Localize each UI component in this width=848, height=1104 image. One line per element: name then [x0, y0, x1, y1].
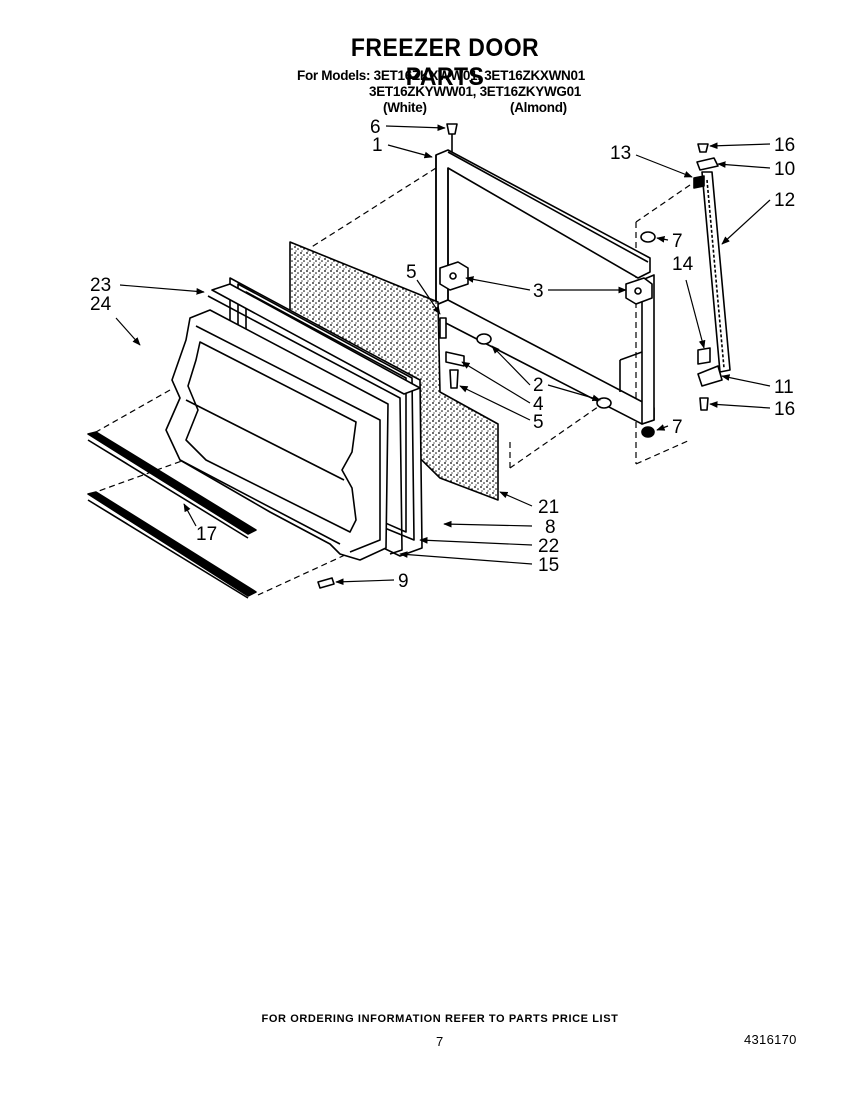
spacers — [476, 231, 656, 438]
callout-4: 4 — [533, 394, 544, 415]
callout-5-bottom: 5 — [533, 412, 544, 433]
leader-lines — [115, 124, 771, 586]
callout-14: 14 — [672, 254, 694, 275]
callout-11: 11 — [774, 377, 794, 398]
callout-6: 6 — [370, 117, 381, 138]
callout-15: 15 — [538, 555, 559, 576]
callout-13: 13 — [610, 143, 631, 164]
callout-16-bottom: 16 — [774, 399, 795, 420]
callout-17: 17 — [196, 524, 217, 545]
door-liner — [165, 309, 389, 561]
hinge-assembly — [693, 157, 731, 387]
callout-5-top: 5 — [406, 262, 417, 283]
ordering-note: FOR ORDERING INFORMATION REFER TO PARTS … — [261, 1013, 619, 1025]
callout-24: 24 — [90, 294, 112, 315]
screws — [317, 123, 709, 589]
callout-labels: 6 1 13 16 10 12 7 5 14 23 3 24 2 11 4 16… — [90, 117, 795, 592]
callout-22: 22 — [538, 536, 559, 557]
callout-1: 1 — [372, 135, 383, 156]
callout-8: 8 — [545, 517, 556, 538]
callout-7-bottom: 7 — [672, 417, 683, 438]
callout-16-top: 16 — [774, 135, 795, 156]
callout-21: 21 — [538, 497, 559, 518]
color-white-label: (White) — [383, 100, 427, 115]
callout-9: 9 — [398, 571, 409, 592]
document-number: 4316170 — [744, 1032, 797, 1047]
callout-12: 12 — [774, 190, 795, 211]
models-line-1: For Models: 3ET16ZKXWW01, 3ET16ZKXWN01 — [297, 68, 585, 83]
door-shelf-rails — [87, 431, 257, 599]
callout-23: 23 — [90, 275, 111, 296]
door-frame — [435, 149, 655, 425]
callout-7-top: 7 — [672, 231, 683, 252]
page-number: 7 — [436, 1034, 444, 1049]
color-almond-label: (Almond) — [510, 100, 567, 115]
alignment-lines — [95, 167, 691, 596]
page-title: FREEZER DOOR PARTS — [350, 34, 540, 91]
hinge-brackets — [439, 261, 653, 305]
callout-10: 10 — [774, 159, 795, 180]
callout-2: 2 — [533, 375, 544, 396]
callout-3: 3 — [533, 281, 544, 302]
models-line-2: 3ET16ZKYWW01, 3ET16ZKYWG01 — [369, 84, 582, 99]
